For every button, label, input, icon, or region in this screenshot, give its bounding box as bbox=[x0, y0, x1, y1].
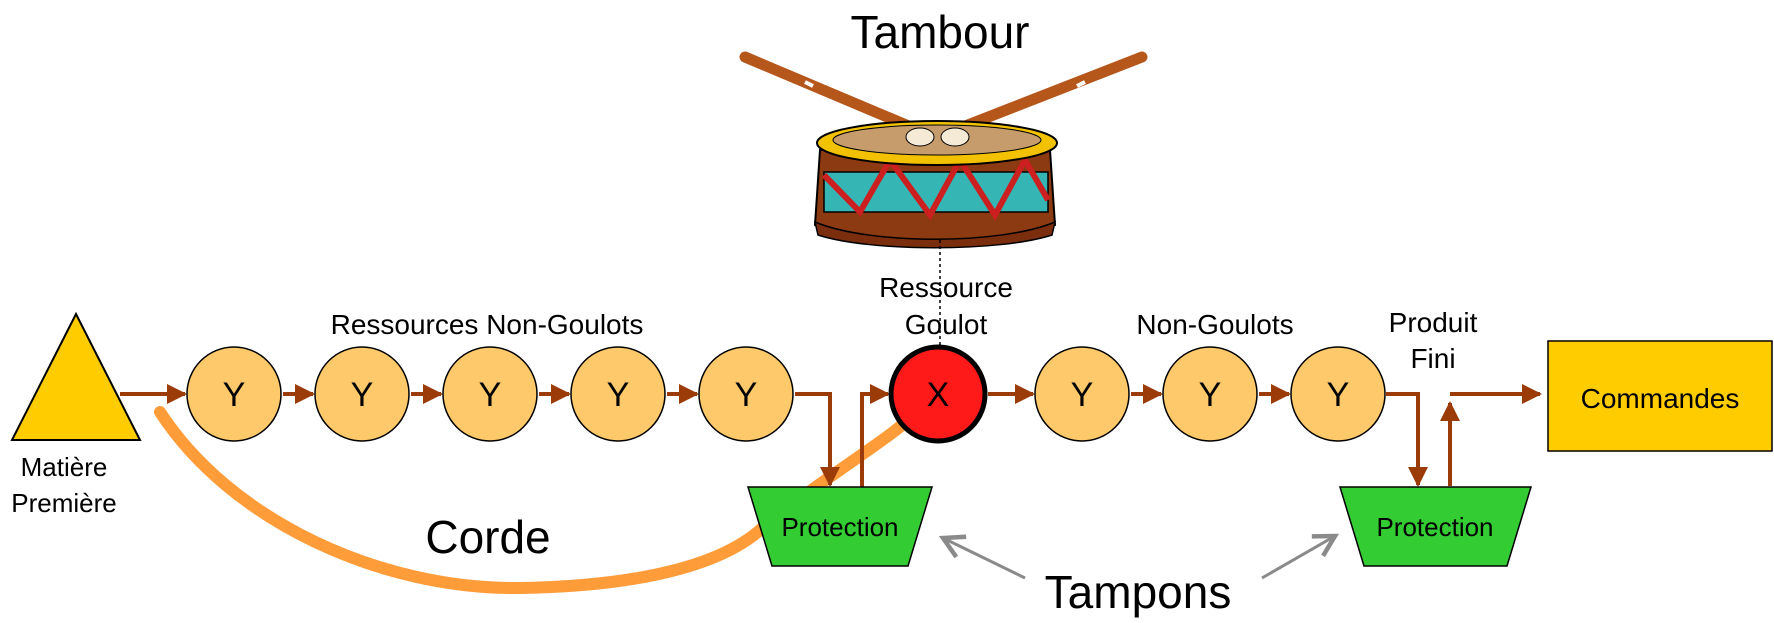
resource-node: Y bbox=[1034, 346, 1130, 442]
protection-buffer: Protection bbox=[746, 486, 934, 567]
resource-node: Y bbox=[1290, 346, 1386, 442]
non-bottleneck-downstream-label: Non-Goulots bbox=[1136, 309, 1293, 340]
resource-node: Y bbox=[442, 346, 538, 442]
svg-text:Commandes: Commandes bbox=[1581, 383, 1740, 414]
rope-label: Corde bbox=[425, 511, 550, 563]
raw-material-label: Matière bbox=[21, 452, 108, 482]
resource-node: Y bbox=[186, 346, 282, 442]
bottleneck-label-2: Goulot bbox=[905, 309, 988, 340]
svg-text:Y: Y bbox=[223, 376, 246, 414]
svg-text:Y: Y bbox=[479, 376, 502, 414]
svg-text:Y: Y bbox=[735, 376, 758, 414]
resource-node: Y bbox=[570, 346, 666, 442]
finished-product-label-2: Fini bbox=[1410, 343, 1455, 374]
svg-text:Y: Y bbox=[607, 376, 630, 414]
raw-material-label-2: Première bbox=[11, 488, 116, 518]
drum-title: Tambour bbox=[851, 6, 1030, 58]
resource-node: Y bbox=[314, 346, 410, 442]
svg-text:X: X bbox=[927, 376, 950, 414]
buffer-callouts bbox=[943, 536, 1335, 580]
downstream-nodes: Y Y Y bbox=[1034, 346, 1386, 442]
bottleneck-label: Ressource bbox=[879, 272, 1013, 303]
drum-icon bbox=[739, 51, 1148, 249]
orders-box: Commandes bbox=[1547, 340, 1773, 452]
raw-material-triangle bbox=[10, 311, 142, 441]
svg-text:Y: Y bbox=[1327, 376, 1350, 414]
svg-text:Y: Y bbox=[1071, 376, 1094, 414]
protection-buffer: Protection bbox=[1338, 486, 1533, 567]
non-bottleneck-upstream-label: Ressources Non-Goulots bbox=[331, 309, 644, 340]
finished-product-label: Produit bbox=[1389, 307, 1478, 338]
svg-text:Protection: Protection bbox=[781, 512, 898, 542]
resource-node: Y bbox=[698, 346, 794, 442]
flow-arrows bbox=[120, 384, 1542, 490]
svg-text:Y: Y bbox=[1199, 376, 1222, 414]
resource-node: Y bbox=[1162, 346, 1258, 442]
svg-text:Y: Y bbox=[351, 376, 374, 414]
bottleneck-node: X bbox=[888, 344, 988, 444]
buffers-label: Tampons bbox=[1045, 566, 1232, 618]
svg-text:Protection: Protection bbox=[1376, 512, 1493, 542]
upstream-nodes: Y Y Y Y Y bbox=[186, 346, 794, 442]
